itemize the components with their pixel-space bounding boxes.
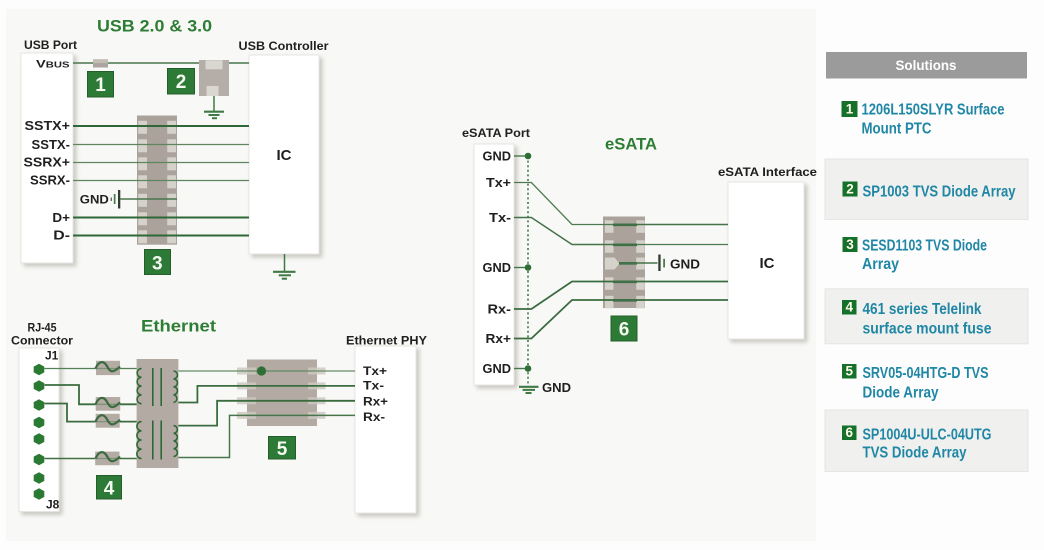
svg-text:Rx+: Rx+ (486, 332, 512, 346)
svg-text:2: 2 (176, 72, 187, 93)
svg-text:Solutions: Solutions (896, 58, 957, 73)
svg-text:IC: IC (760, 255, 775, 272)
svg-text:4: 4 (845, 300, 853, 315)
svg-text:eSATA: eSATA (605, 135, 657, 154)
svg-text:GND: GND (542, 381, 571, 395)
svg-text:Tx+: Tx+ (486, 176, 511, 190)
svg-text:eSATA Interface: eSATA Interface (718, 165, 817, 179)
svg-text:SSTX+: SSTX+ (25, 119, 71, 133)
svg-text:SSRX+: SSRX+ (24, 156, 71, 170)
svg-text:TVS Diode Array: TVS Diode Array (863, 445, 967, 462)
svg-text:GND: GND (483, 261, 512, 275)
svg-text:GND: GND (483, 150, 512, 164)
svg-text:6: 6 (619, 319, 630, 340)
svg-text:SP1004U-ULC-04UTG: SP1004U-ULC-04UTG (863, 427, 992, 444)
svg-text:RJ-45: RJ-45 (28, 321, 57, 335)
svg-text:6: 6 (845, 425, 853, 440)
svg-text:1: 1 (846, 102, 854, 117)
svg-text:D-: D- (53, 229, 70, 243)
svg-text:Rx-: Rx- (488, 303, 512, 317)
svg-text:5: 5 (277, 439, 288, 460)
svg-text:2: 2 (846, 182, 854, 197)
svg-text:Diode Array: Diode Array (863, 385, 939, 402)
svg-text:3: 3 (846, 237, 854, 252)
svg-text:461 series Telelink: 461 series Telelink (863, 301, 982, 318)
svg-text:Rx-: Rx- (363, 410, 385, 424)
svg-text:eSATA Port: eSATA Port (462, 126, 530, 140)
svg-text:4: 4 (104, 478, 115, 499)
svg-text:GND: GND (80, 193, 109, 207)
svg-text:5: 5 (845, 364, 853, 379)
svg-text:IC: IC (277, 147, 292, 164)
svg-text:SSRX-: SSRX- (30, 174, 70, 188)
svg-text:Mount PTC: Mount PTC (862, 121, 932, 138)
svg-text:3: 3 (152, 253, 163, 274)
svg-text:Connector: Connector (11, 334, 73, 348)
svg-text:J1: J1 (45, 349, 59, 363)
svg-text:SESD1103 TVS Diode: SESD1103 TVS Diode (862, 237, 987, 254)
svg-text:SP1003 TVS Diode Array: SP1003 TVS Diode Array (863, 184, 1016, 201)
svg-text:USB Controller: USB Controller (239, 39, 329, 53)
svg-text:GND: GND (670, 257, 700, 271)
svg-text:Array: Array (862, 256, 899, 273)
svg-text:1: 1 (95, 75, 106, 96)
svg-text:Tx-: Tx- (363, 378, 384, 392)
svg-text:USB Port: USB Port (24, 38, 77, 52)
svg-text:D+: D+ (52, 211, 70, 225)
svg-text:GND: GND (483, 362, 512, 376)
svg-text:SSTX-: SSTX- (32, 138, 71, 152)
svg-text:1206L150SLYR Surface: 1206L150SLYR Surface (862, 102, 1005, 119)
svg-text:Ethernet PHY: Ethernet PHY (346, 334, 427, 348)
svg-text:Rx+: Rx+ (363, 394, 388, 408)
svg-text:J8: J8 (46, 498, 60, 512)
svg-text:Tx-: Tx- (489, 211, 511, 225)
svg-text:USB 2.0 & 3.0: USB 2.0 & 3.0 (97, 17, 212, 36)
svg-text:SRV05-04HTG-D TVS: SRV05-04HTG-D TVS (863, 365, 989, 382)
svg-text:surface mount fuse: surface mount fuse (863, 321, 992, 338)
svg-text:Tx+: Tx+ (363, 364, 387, 378)
svg-text:Ethernet: Ethernet (141, 317, 216, 336)
